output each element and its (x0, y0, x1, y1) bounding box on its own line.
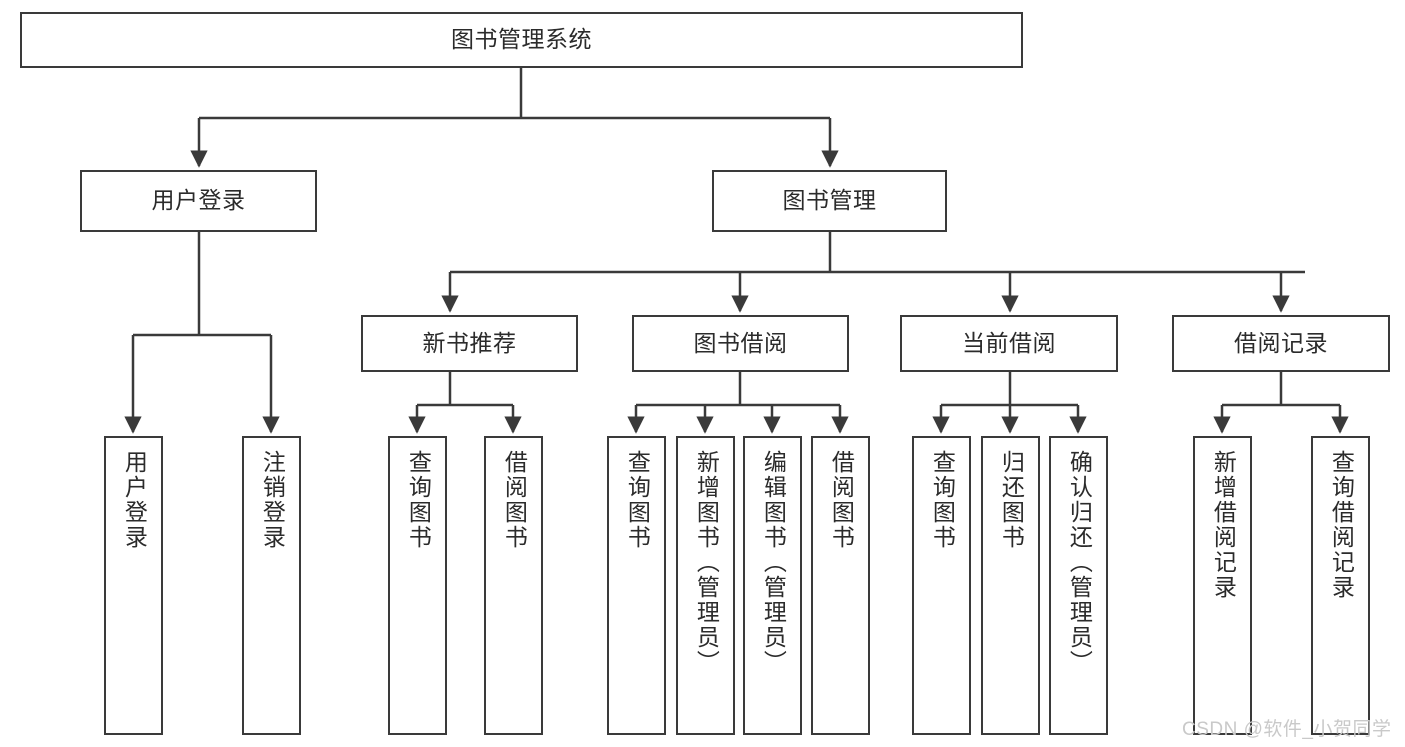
node-label: 借阅图书 (501, 450, 528, 550)
leaf-user-login[interactable]: 用户登录 (104, 436, 163, 735)
node-new-book-recommend[interactable]: 新书推荐 (361, 315, 578, 372)
leaf-query-book-borrow[interactable]: 查询图书 (607, 436, 666, 735)
node-label: 查询借阅记录 (1328, 450, 1355, 600)
node-label: 用户登录 (121, 450, 148, 550)
leaf-query-book-recommend[interactable]: 查询图书 (388, 436, 447, 735)
node-label: 查询图书 (929, 450, 956, 550)
node-current-borrow[interactable]: 当前借阅 (900, 315, 1118, 372)
node-label: 借阅记录 (1234, 329, 1328, 356)
node-label: 新增借阅记录 (1210, 450, 1237, 600)
node-book-management[interactable]: 图书管理 (712, 170, 947, 232)
leaf-add-book-admin[interactable]: 新增图书（管理员） (676, 436, 735, 735)
leaf-logout[interactable]: 注销登录 (242, 436, 301, 735)
node-root-book-management-system[interactable]: 图书管理系统 (20, 12, 1023, 68)
leaf-add-borrow-record[interactable]: 新增借阅记录 (1193, 436, 1252, 735)
leaf-borrow-book[interactable]: 借阅图书 (811, 436, 870, 735)
csdn-watermark: CSDN @软件_小贺同学 (1182, 719, 1392, 740)
node-label: 查询图书 (624, 450, 651, 550)
node-label: 图书管理系统 (451, 26, 592, 53)
node-label: 新增图书（管理员） (693, 450, 720, 675)
node-label: 新书推荐 (422, 329, 517, 356)
leaf-confirm-return-admin[interactable]: 确认归还（管理员） (1049, 436, 1108, 735)
node-label: 编辑图书（管理员） (760, 450, 787, 675)
node-label: 注销登录 (259, 450, 286, 550)
leaf-query-borrow-record[interactable]: 查询借阅记录 (1311, 436, 1370, 735)
node-label: 图书管理 (782, 187, 877, 214)
node-label: 图书借阅 (693, 329, 788, 356)
leaf-return-book[interactable]: 归还图书 (981, 436, 1040, 735)
node-label: 查询图书 (405, 450, 432, 550)
leaf-edit-book-admin[interactable]: 编辑图书（管理员） (743, 436, 802, 735)
node-user-login[interactable]: 用户登录 (80, 170, 317, 232)
node-label: 用户登录 (151, 187, 246, 214)
leaf-borrow-book-recommend[interactable]: 借阅图书 (484, 436, 543, 735)
node-label: 确认归还（管理员） (1066, 450, 1093, 675)
node-label: 归还图书 (998, 450, 1025, 550)
node-book-borrow[interactable]: 图书借阅 (632, 315, 849, 372)
node-label: 当前借阅 (962, 329, 1056, 356)
node-label: 借阅图书 (828, 450, 855, 550)
node-borrow-record[interactable]: 借阅记录 (1172, 315, 1390, 372)
leaf-query-book-current[interactable]: 查询图书 (912, 436, 971, 735)
